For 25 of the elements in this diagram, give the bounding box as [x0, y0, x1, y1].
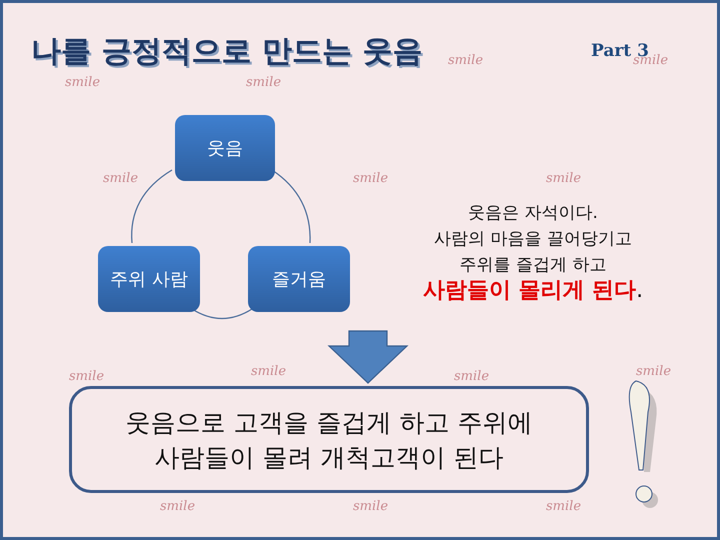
decor-text: smile [69, 369, 104, 384]
decor-text: smile [546, 171, 582, 186]
decor-text: smile [65, 75, 100, 90]
decor-text: smile [353, 171, 388, 186]
decor-text: smile [103, 171, 138, 186]
process-box: 웃음 [175, 115, 275, 181]
decor-text: smile [454, 369, 490, 384]
emphasis-text: 사람들이 몰리게 된다. [422, 277, 644, 305]
process-box: 즐거움 [248, 246, 350, 312]
message-text: 사람의 마음을 끌어당기고 [434, 228, 632, 250]
decor-text: smile [160, 499, 196, 514]
decor-text: smile [448, 53, 484, 68]
decor-text: smile [246, 75, 282, 90]
decor-text: smile [633, 53, 668, 68]
process-box: 주위 사람 [98, 246, 200, 312]
block-arrow [328, 330, 408, 384]
decor-text: smile [251, 364, 286, 379]
decor-text: smile [546, 499, 582, 514]
message-text: 주위를 즐겁게 하고 [460, 254, 606, 276]
slide-title: 나를 긍정적으로 만드는 웃음 [31, 33, 422, 71]
cycle-arc [131, 170, 172, 244]
conclusion-box: 웃음으로 고객을 즐겁게 하고 주위에 사람들이 몰려 개척고객이 된다 [69, 386, 589, 493]
decor-text: smile [353, 499, 388, 514]
decor-text: smile [636, 364, 672, 379]
message-text: 웃음은 자석이다. [468, 202, 598, 224]
